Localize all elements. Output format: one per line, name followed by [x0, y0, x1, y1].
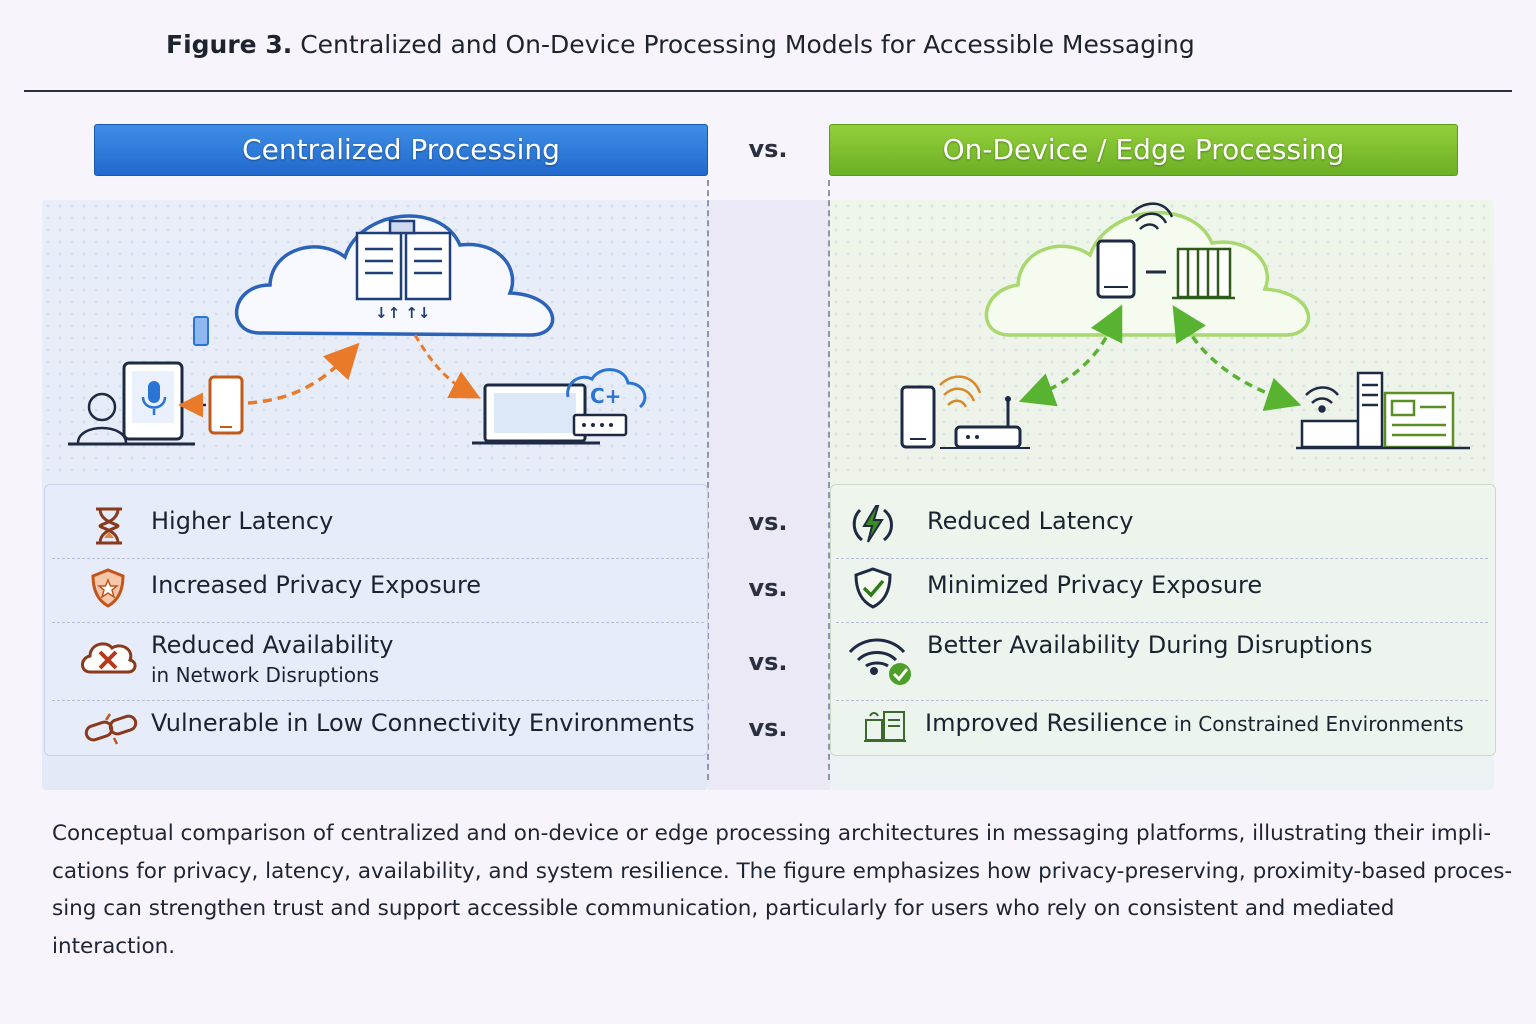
laptop-icon	[472, 383, 600, 445]
figure-caption: Conceptual comparison of centralized and…	[52, 815, 1513, 965]
edge-arrow-left	[1018, 324, 1114, 407]
edge-devices-icon	[1296, 371, 1470, 450]
row-separator	[52, 622, 704, 623]
figure-title-text: Centralized and On-Device Processing Mod…	[300, 30, 1195, 59]
svg-text:C+: C+	[590, 384, 621, 408]
edge-phone-icon	[1096, 239, 1136, 299]
figure-label: Figure 3.	[166, 30, 293, 59]
row-vs-3: vs.	[748, 648, 788, 676]
left-divider	[707, 180, 709, 780]
shield-check-icon	[854, 567, 892, 609]
wifi-check-icon	[848, 638, 911, 685]
edge-header: On-Device / Edge Processing	[829, 124, 1458, 176]
local-wifi-icon	[1305, 386, 1339, 413]
lightning-bolt-icon	[852, 505, 893, 543]
row-left-3-sub: in Network Disruptions	[151, 663, 380, 687]
row-left-1: Higher Latency	[151, 507, 334, 535]
caption-line-3: sing can strengthen trust and support ac…	[52, 896, 1395, 921]
row-vs-4: vs.	[748, 714, 788, 742]
title-rule	[24, 90, 1512, 92]
chat-cloud-icon: C+	[566, 368, 647, 409]
row-right-4-suffix: in Constrained Environments	[1167, 712, 1464, 736]
phone-icon	[208, 375, 244, 435]
row-left-2: Increased Privacy Exposure	[151, 571, 482, 599]
shield-warning-icon	[91, 568, 125, 608]
resilient-devices-icon	[864, 711, 906, 742]
cloud-icon	[984, 210, 1311, 337]
router-icon	[572, 413, 628, 437]
upload-arrows-icon: ↓↑ ↑↓	[375, 304, 431, 322]
edge-traits	[830, 484, 1496, 756]
row-separator	[836, 622, 1488, 623]
row-right-3: Better Availability During Disruptions	[927, 631, 1373, 659]
user-icon	[76, 392, 128, 444]
center-band	[708, 200, 830, 790]
centralized-traits	[44, 484, 708, 756]
row-separator	[836, 700, 1488, 701]
row-vs-2: vs.	[748, 574, 788, 602]
row-left-3: Reduced Availability	[151, 631, 394, 659]
caption-line-1: Conceptual comparison of centralized and…	[52, 821, 1492, 846]
caption-line-2: cations for privacy, latency, availabili…	[52, 858, 1513, 884]
row-right-4-main: Improved Resilience	[925, 709, 1168, 737]
centralized-illustration: ↓↑ ↑↓ C+	[68, 214, 647, 446]
upload-arrow	[247, 342, 360, 405]
tablet-mic-icon	[68, 361, 195, 446]
row-vs-1: vs.	[748, 508, 788, 536]
header-vs: vs.	[748, 135, 788, 163]
sim-card-icon	[193, 316, 209, 346]
caption-line-4: interaction.	[52, 933, 176, 959]
centralized-header: Centralized Processing	[94, 124, 708, 176]
download-arrow	[413, 334, 481, 399]
figure-title: Figure 3. Centralized and On-Device Proc…	[166, 30, 1195, 59]
local-router-icon	[940, 396, 1030, 449]
edge-illustration	[900, 202, 1470, 450]
broken-link-icon	[84, 713, 138, 745]
wireless-signal-icon	[1131, 202, 1174, 230]
row-right-1: Reduced Latency	[927, 507, 1134, 535]
edge-arrow-right-head	[1172, 305, 1206, 345]
server-rack-icon	[355, 219, 452, 301]
row-separator	[52, 700, 704, 701]
hourglass-icon	[96, 507, 122, 545]
row-right-4: Improved Resilience in Constrained Envir…	[925, 709, 1464, 737]
row-separator	[836, 558, 1488, 559]
local-signal-icon	[939, 375, 982, 408]
edge-arrow-right	[1183, 324, 1302, 411]
edge-arrow-left-head	[1090, 304, 1123, 344]
row-separator	[52, 558, 704, 559]
local-phone-icon	[900, 385, 936, 449]
right-divider	[828, 180, 830, 780]
row-left-4: Vulnerable in Low Connectivity Environme…	[151, 709, 695, 737]
cloud-x-icon	[81, 642, 137, 674]
row-right-2: Minimized Privacy Exposure	[927, 571, 1263, 599]
edge-server-icon	[1172, 247, 1235, 300]
